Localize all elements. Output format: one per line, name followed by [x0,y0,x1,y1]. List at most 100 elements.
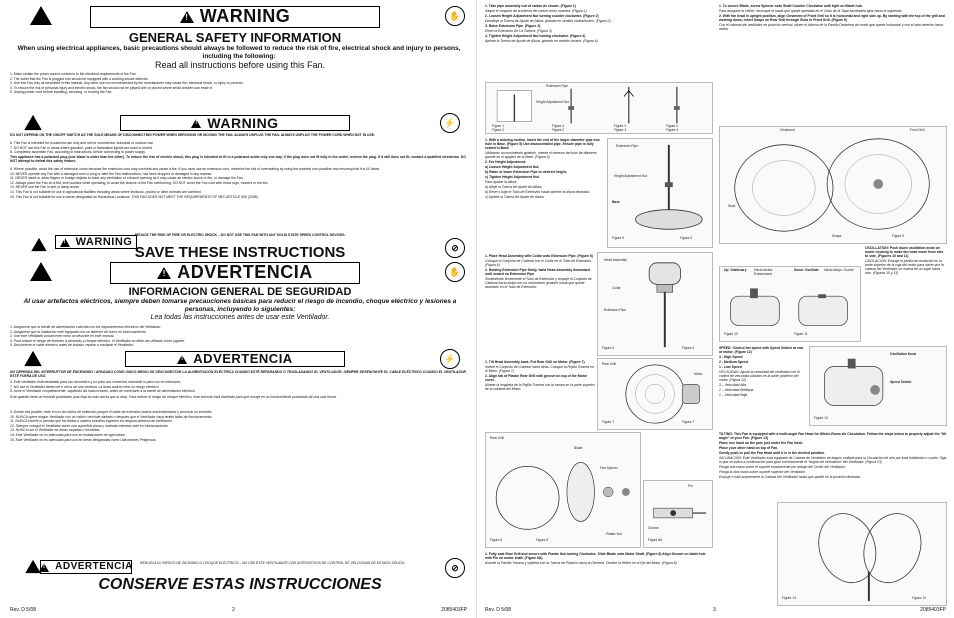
list-item: 4. Para reducir el riesgo de lesiones a … [10,338,186,343]
step-es: Para ajustar la altura: [485,180,518,185]
step-es: Saque el conjunto de la tubería del cart… [485,9,587,14]
list-item: 7. DO NOT use this Fan in areas where ga… [10,145,153,150]
safety-list-2: 6. This Fan is intended for household us… [10,141,466,155]
speed-option: 1 - Low Speed [719,365,742,370]
speed-option: 3 - High Speed [719,355,743,360]
figure-label: Figure 3 [614,124,627,128]
figure-label: Figura 3 [614,128,627,132]
motor-label: Motor [694,372,703,376]
tilting-step: Place one hand on the pole just under th… [719,441,804,446]
step: c) Tighten Height Adjustment Nut. [485,175,540,180]
advertencia-banner-2: ADVERTENCIA [125,351,345,367]
warning-icon [191,118,202,128]
figure-label: Figure 5 [612,236,625,240]
figure-6-illustration: Head Assembly Collar Extension Pipe Figu… [597,252,713,356]
blade-label: Blade [574,446,583,450]
figure-label: Figura 7 [682,420,695,424]
rear-grill-label: Rear Grill [602,362,616,366]
tilting-step: Place your other hand on top of Fan. [719,446,778,451]
figure-1-4-illustration: Extension Pipe Height Adjustment Nut Fig… [485,82,713,134]
advertencia-banner: ADVERTENCIA [110,262,360,284]
step-es: Desafloje la Tuerca de Ajuste de Altura,… [485,19,611,24]
up-stationary-label-es: Hacia Arriba: Estacionario [754,268,773,276]
advertencia-word: ADVERTENCIA [177,262,313,283]
list-item: 5. Desconecte el cable eléctrico antes d… [10,343,134,348]
warning-word: WARNING [207,114,279,131]
shock-hazard-icon: ⚡ [440,113,460,133]
step-es: Eleve la Extensión De La Tubería. (Figur… [485,29,552,34]
es-safety-list-1: 1. Asegúrese que la fuente de alimentaci… [10,325,466,348]
figure-label: Figure 13 [782,596,796,600]
list-item: 8. Completely assemble Fan, according to… [10,150,146,155]
groove-label: Groove [648,526,659,530]
step: 2. With fan head in upright position, al… [719,14,945,23]
figure-8-illustration: Rear Grill Blade Fan Spinner Plastic Nut… [485,432,641,548]
step: 2. For Height Adjustment: [485,160,527,165]
conserve-title: CONSERVE ESTAS INSTRUCCIONES [98,576,382,593]
height-nut-label: Height Adjustment Nut [536,100,569,104]
list-item: 1. Asegúrese que la fuente de alimentaci… [10,325,162,329]
tilting-step-es: Empuje o hale suavemente la Cabeza del V… [719,475,861,480]
list-item: 3. Use this Fan only as described in thi… [10,81,244,86]
rear-grill-label: Rear Grill [490,436,504,440]
document-id: 2085403FP [441,607,467,614]
speed-text: SPEED: Control fan speed with Speed Swit… [719,346,804,355]
es-no-depender-notice: NO DEPENDA DEL INTERRUPTOR DE ENCENDIDO … [10,370,466,379]
rear-grill-steps: 1. Tilt Head Assembly back. Put Rear Gri… [485,360,595,392]
step: b) Raise or lower Extension Pipe to desi… [485,170,567,175]
figure-label: Figure 10 [724,332,738,336]
list-item: 2. The outlet that the Fan is plugged in… [10,76,149,81]
list-item: 6. Este ventilador está destinado para u… [10,380,182,384]
step: 4. Tighten Height Adjustment Nut turning… [485,34,586,39]
figure-label: Figura 5 [680,236,693,240]
step-es: Con el cabezal del ventilador en posició… [719,23,943,32]
lea-todas: Lea todas las instrucciones antes de usa… [150,314,330,321]
figure-12-illustration: Oscillation Knob Speed Switch Figure 12 [809,346,947,426]
figure-7-illustration: Rear Grill Motor Figure 7 Figura 7 [597,358,713,430]
advertencia-banner-3: ADVERTENCIA [39,560,132,574]
general-safety-title: GENERAL SAFETY INFORMATION [128,30,342,45]
list-item: 10. NEVER operate any Fan with a damaged… [10,171,213,176]
figure-label: Figura 4 [666,128,679,132]
step-es: Utilizando un movimiento giratorio, inse… [485,151,597,160]
list-item: 11. NEVER insert or allow fingers or for… [10,176,244,181]
no-symbol-icon: ⊘ [445,238,465,258]
step-es: Sosteniendo firmemente el Tubo de Extens… [485,277,592,290]
warning-triangle-icon [31,237,47,252]
list-item: 14. Este Ventilador no es adecuado para … [10,433,126,438]
speed-instructions: SPEED: Control fan speed with Speed Swit… [719,346,805,398]
figure-label: Figure 1 [492,124,505,128]
list-item: 13. NUNCA use el Ventilador en áreas moj… [10,428,101,433]
warning-banner: WARNING [90,6,380,28]
oscillation-text-es: OSCILACIÓN: Empuje la perilla de oscilac… [865,259,944,276]
plastic-nut-label: Plastic Nut [606,532,622,536]
list-item: 7. NO use el Ventilador dentro de o cerc… [10,384,160,389]
page-number: 2 [232,607,235,614]
step-es: c) Apriete la Tuerca de Ajuste de Altura… [485,195,545,200]
oscillation-knob-label: Oscillation Knob [890,352,917,356]
save-instructions-title: SAVE THESE INSTRUCTIONS [134,244,346,261]
figure-13-illustration: Figure 13 Figura 13 [777,502,947,606]
tilting-step-es: Ponga la otra mano sobre la parte superi… [719,470,806,475]
page-divider [476,0,477,618]
list-item: 5. Unplug power cord before installing, … [10,90,113,95]
es-safety-list-2: 6. Este ventilador está destinado para u… [10,380,466,394]
figure-label: Figure 7 [602,420,615,424]
list-item: 11. NUNCA inserte ni permita que los ded… [10,419,173,424]
down-oscillate-label: Down: Oscillate [794,268,819,272]
advertencia-word: ADVERTENCIA [193,351,293,367]
page-number: 3 [713,607,716,614]
hand-caution-icon: ✋ [445,262,465,282]
es-polarized-notice: Este aparato tiene un enchufe polarizado… [10,395,337,399]
step: 1. Place Head Assembly with Collar onto … [485,254,593,258]
warning-icon [179,11,194,23]
pin-label: Pin [688,484,693,488]
fan-spinner-label: Fan Spinner [600,466,618,470]
step-es: a) Afloje la Tuerca de Ajuste de Altura. [485,185,543,190]
speed-option-es: 3 – Velocidad Alta [719,383,747,388]
warning-banner-3: WARNING [55,235,137,249]
safety-list-3: 9. Where possible, avoid the use of exte… [10,167,466,199]
step-es: Para asegurar la Hélice, enrosque la has… [719,9,902,14]
figure-label: Figure 2 [552,124,565,128]
list-item: 1. Make certain the power source conform… [10,72,137,76]
